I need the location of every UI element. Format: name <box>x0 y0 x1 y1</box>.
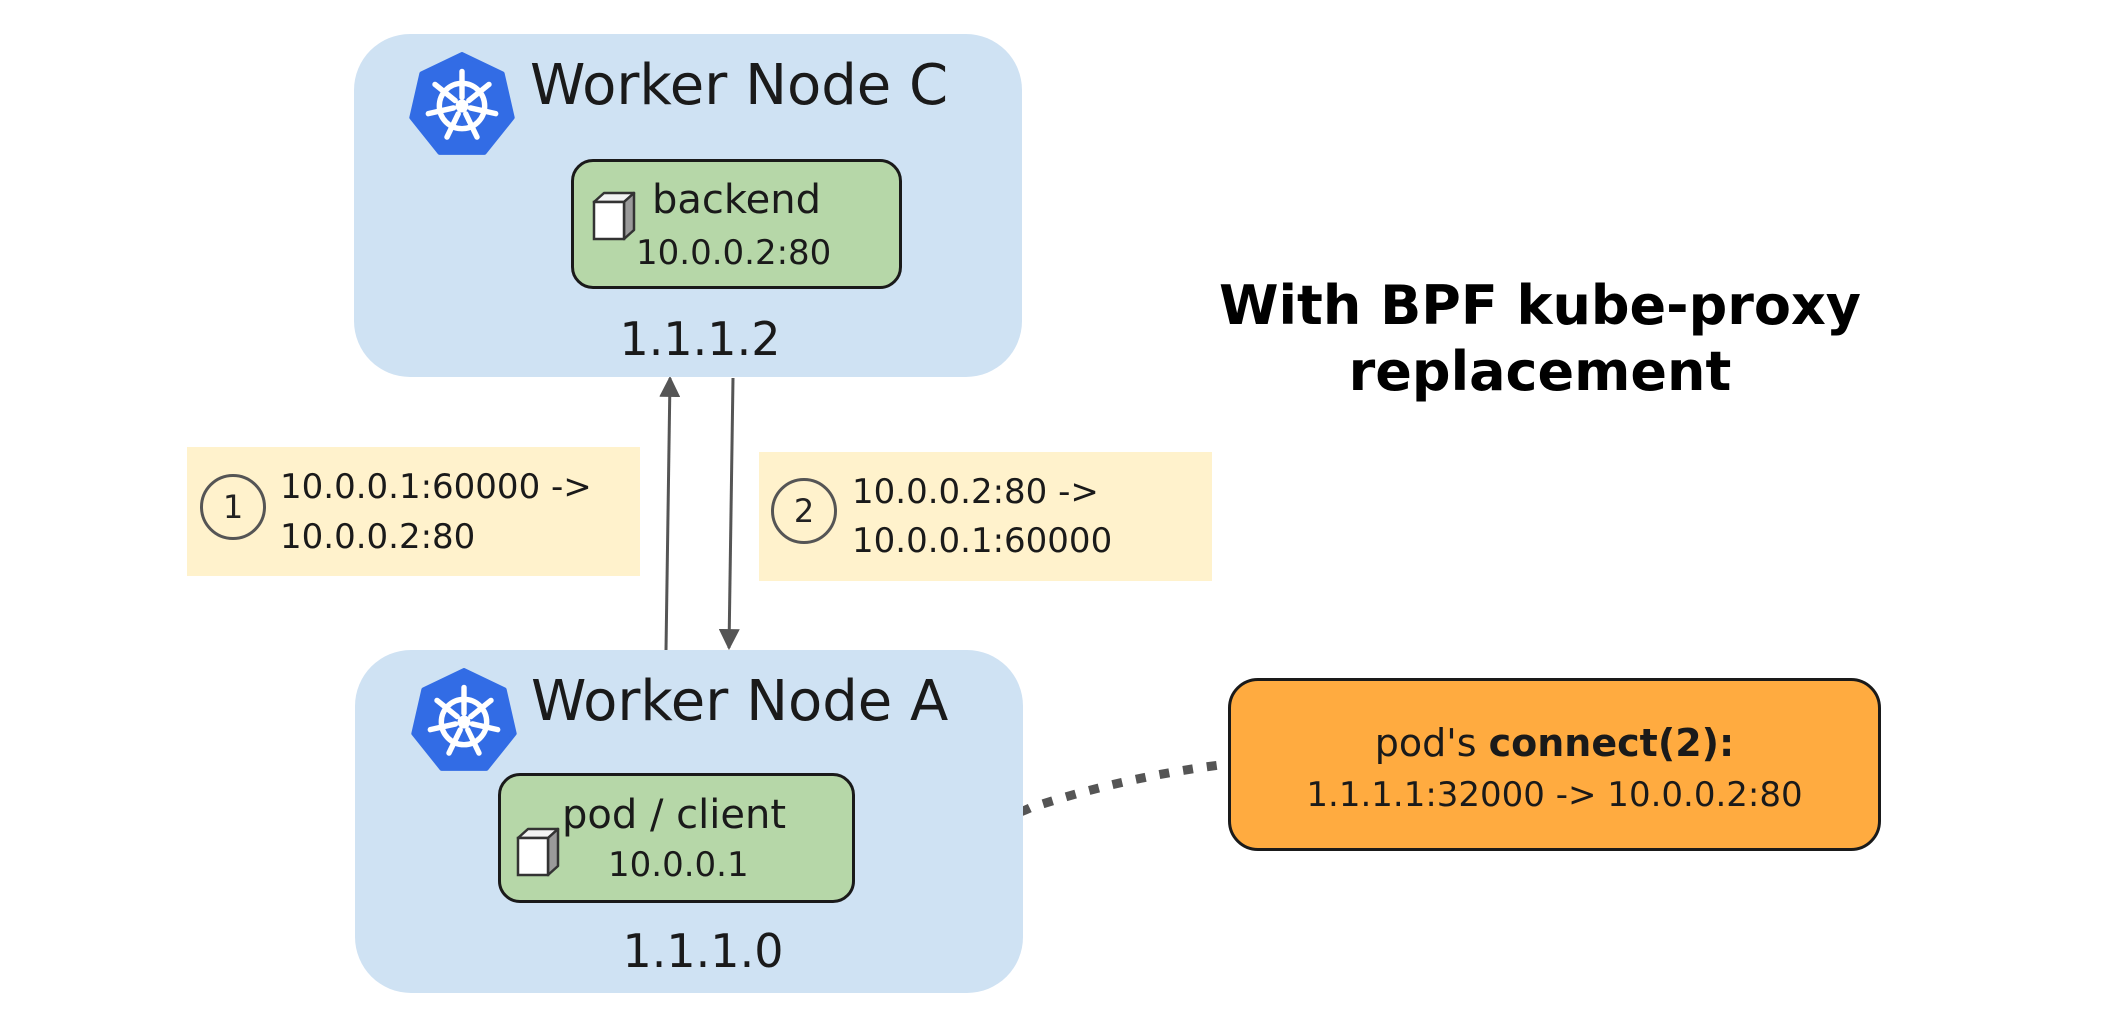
cube-icon <box>516 827 560 877</box>
diagram-title-line2: replacement <box>1348 340 1732 403</box>
client-pod <box>498 773 855 903</box>
kubernetes-icon <box>411 668 517 771</box>
client-pod-name: pod / client <box>562 792 787 838</box>
response-arrow <box>718 377 740 651</box>
node-c-ip: 1.1.1.2 <box>619 312 781 366</box>
callout-line1: pod's connect(2): <box>1231 724 1878 762</box>
flow-1-line2: 10.0.0.2:80 <box>280 517 476 557</box>
flow-2-line1: 10.0.0.2:80 -> <box>852 472 1099 512</box>
callout-emphasis: connect(2): <box>1488 721 1735 765</box>
node-a-title: Worker Node A <box>531 669 949 734</box>
backend-pod-ip: 10.0.0.2:80 <box>636 233 832 273</box>
callout-line2: 1.1.1.1:32000 -> 10.0.0.2:80 <box>1306 775 1803 815</box>
flow-2-line2: 10.0.0.1:60000 <box>852 521 1113 561</box>
client-pod-ip: 10.0.0.1 <box>608 845 749 885</box>
step-1-badge: 1 <box>200 474 266 540</box>
cube-icon <box>592 191 636 241</box>
connect-callout: pod's connect(2): 1.1.1.1:32000 -> 10.0.… <box>1228 678 1881 851</box>
request-arrow <box>659 375 681 651</box>
node-c-title: Worker Node C <box>530 53 949 118</box>
kubernetes-icon <box>409 52 515 155</box>
node-a-ip: 1.1.1.0 <box>622 924 784 978</box>
backend-pod-name: backend <box>652 177 821 223</box>
diagram-title-line1: With BPF kube-proxy <box>1218 274 1861 337</box>
diagram-title: With BPF kube-proxy replacement <box>1140 273 1940 405</box>
flow-1-line1: 10.0.0.1:60000 -> <box>280 467 592 507</box>
step-2-badge: 2 <box>771 478 837 544</box>
callout-prefix: pod's <box>1374 721 1489 765</box>
backend-pod <box>571 159 902 289</box>
